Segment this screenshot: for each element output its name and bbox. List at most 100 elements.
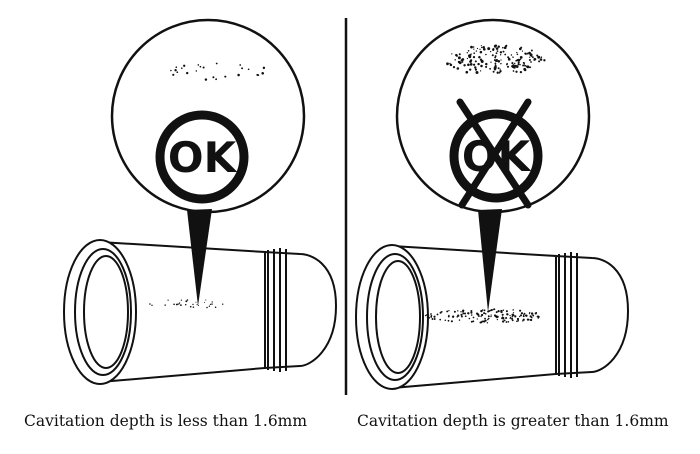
pitting-speckle: [195, 301, 197, 303]
pitting-speckle: [186, 299, 189, 301]
pitting-speckle: [502, 309, 505, 312]
pitting-speckle: [516, 64, 518, 67]
pitting-speckle: [520, 312, 524, 315]
pitting-speckle: [528, 313, 531, 315]
pitting-speckle: [483, 312, 486, 315]
pitting-speckle: [466, 52, 468, 54]
pitting-speckle: [466, 57, 469, 60]
pitting-speckle: [215, 78, 217, 81]
pitting-speckle: [198, 305, 200, 306]
pitting-speckle: [512, 312, 515, 314]
pitting-speckle: [535, 312, 538, 314]
pitting-speckle: [501, 313, 504, 316]
pitting-speckle: [176, 71, 179, 74]
pitting-speckle: [494, 55, 497, 58]
pitting-speckle: [485, 319, 487, 322]
pitting-speckle: [497, 309, 500, 313]
pitting-speckle: [495, 47, 499, 50]
pitting-speckle: [463, 312, 467, 315]
pitting-speckle: [449, 63, 453, 67]
pitting-speckle: [474, 66, 477, 69]
pitting-speckle: [490, 314, 492, 316]
pitting-speckle: [457, 56, 461, 60]
pitting-speckle: [510, 54, 513, 56]
pitting-speckle: [540, 56, 543, 59]
pitting-speckle: [447, 319, 450, 322]
pitting-speckle: [482, 47, 486, 51]
pitting-speckle: [178, 303, 180, 305]
pitting-speckle: [509, 314, 511, 317]
pitting-speckle: [480, 64, 483, 68]
pitting-speckle: [488, 317, 490, 320]
pitting-speckle: [522, 314, 525, 316]
pitting-speckle: [485, 62, 488, 66]
pitting-speckle: [262, 66, 266, 70]
pitting-speckle: [529, 318, 533, 322]
pitting-speckle: [186, 71, 189, 75]
pitting-speckle: [532, 56, 534, 59]
pitting-speckle: [509, 317, 511, 320]
pitting-speckle: [498, 71, 501, 74]
pitting-speckle: [511, 65, 514, 68]
pitting-speckle: [517, 61, 520, 64]
pitting-speckle: [496, 50, 499, 52]
pitting-speckle: [512, 309, 514, 311]
pitting-speckle: [518, 47, 522, 51]
pitting-speckle: [474, 60, 477, 63]
left-magnified-pitting: [170, 62, 266, 81]
pitting-speckle: [172, 73, 175, 76]
pitting-speckle: [500, 309, 503, 313]
pitting-speckle: [180, 304, 182, 306]
pitting-speckle: [505, 44, 508, 47]
pitting-speckle: [487, 47, 491, 51]
pitting-speckle: [524, 314, 527, 317]
pitting-speckle: [178, 302, 181, 304]
pitting-speckle: [513, 62, 516, 65]
left-liner-pitting: [149, 299, 224, 309]
pitting-speckle: [458, 53, 461, 56]
pitting-speckle: [537, 55, 541, 59]
pitting-speckle: [470, 311, 473, 314]
pitting-speckle: [523, 63, 526, 65]
pitting-speckle: [500, 59, 502, 61]
pitting-speckle: [495, 311, 498, 314]
pitting-speckle: [174, 69, 177, 72]
pitting-speckle: [493, 66, 497, 70]
pitting-speckle: [455, 53, 458, 57]
pitting-speckle: [496, 58, 498, 61]
pitting-speckle: [208, 305, 211, 307]
pitting-speckle: [519, 70, 523, 74]
pitting-speckle: [522, 318, 525, 321]
pitting-speckle: [496, 71, 499, 74]
pitting-speckle: [470, 314, 473, 316]
pitting-speckle: [462, 312, 465, 315]
pitting-speckle: [529, 53, 533, 57]
pitting-speckle: [519, 314, 523, 317]
pitting-speckle: [505, 316, 508, 320]
pitting-speckle: [175, 66, 178, 69]
pitting-speckle: [489, 50, 492, 53]
pitting-speckle: [212, 76, 215, 79]
pitting-speckle: [197, 64, 200, 66]
pitting-speckle: [491, 54, 494, 57]
pitting-speckle: [496, 318, 499, 321]
pitting-speckle: [500, 62, 502, 65]
pitting-speckle: [481, 320, 484, 323]
pitting-speckle: [456, 67, 460, 70]
pitting-speckle: [478, 315, 480, 317]
pitting-speckle: [457, 310, 459, 312]
pitting-speckle: [489, 309, 491, 312]
pitting-speckle: [209, 303, 212, 306]
pitting-speckle: [536, 54, 539, 57]
pitting-speckle: [476, 47, 479, 50]
pitting-speckle: [472, 320, 475, 323]
pitting-speckle: [430, 313, 432, 315]
pitting-speckle: [468, 317, 471, 320]
pitting-speckle: [512, 70, 515, 72]
pitting-speckle: [440, 310, 443, 313]
right-ok-badge: OK: [449, 98, 543, 209]
pitting-speckle: [426, 314, 430, 317]
pitting-speckle: [516, 53, 519, 56]
pitting-speckle: [526, 65, 530, 69]
pitting-speckle: [516, 317, 520, 321]
